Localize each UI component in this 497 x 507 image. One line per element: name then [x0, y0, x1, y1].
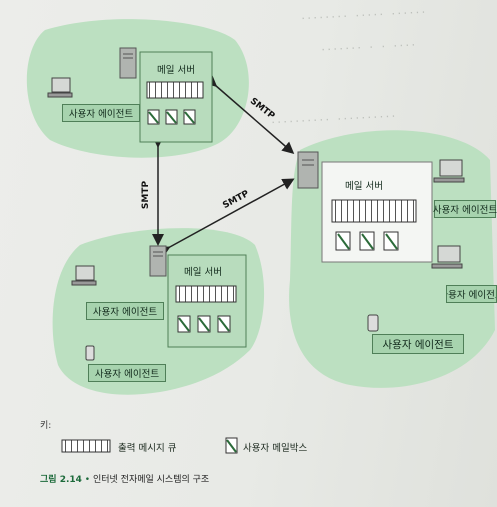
mailbox-icons [147, 109, 196, 125]
key-queue-icon [61, 439, 111, 453]
mailbox-icons [177, 315, 231, 333]
caption-text: 인터넷 전자메일 시스템의 구조 [92, 475, 210, 485]
mail-server-label: 메일 서버 [157, 65, 195, 76]
server-tower-icon [297, 151, 319, 189]
computer-icon [71, 265, 97, 286]
server-tower-icon [149, 245, 167, 277]
key-title: 키: [40, 421, 52, 431]
phone-icon [367, 314, 379, 332]
phone-icon [85, 345, 95, 361]
figure-number: 그림 2.14 [40, 475, 82, 485]
computer-icon [433, 159, 465, 183]
smtp-link-diagonal [157, 178, 295, 258]
message-queue-icon [175, 285, 237, 303]
user-agent-box: 사용자 에이전트 [372, 334, 464, 354]
mail-server-label: 메일 서버 [184, 267, 222, 278]
server-tower-icon [119, 47, 137, 79]
mail-server-label: 메일 서버 [345, 181, 383, 192]
figure-caption: 그림 2.14 • 인터넷 전자메일 시스템의 구조 [40, 472, 209, 485]
mailbox-icons [335, 231, 399, 251]
user-agent-box: 사용자 에이전트 [446, 285, 497, 303]
user-agent-box: 사용자 에이전트 [62, 104, 140, 122]
computer-icon [47, 77, 73, 98]
smtp-label: SMTP [141, 180, 152, 210]
user-agent-box: 사용자 에이전트 [433, 200, 497, 218]
key-mailbox-icon [225, 437, 238, 454]
message-queue-icon [146, 81, 204, 99]
message-queue-icon [331, 199, 417, 223]
user-agent-box: 사용자 에이전트 [88, 364, 166, 382]
smtp-link-top [204, 74, 295, 154]
user-agent-box: 사용자 에이전트 [86, 302, 164, 320]
key-mailbox-label: 사용자 메일박스 [243, 443, 308, 454]
key-queue-label: 출력 메시지 큐 [118, 443, 177, 454]
caption-bullet: • [84, 475, 91, 485]
computer-icon [431, 245, 463, 269]
